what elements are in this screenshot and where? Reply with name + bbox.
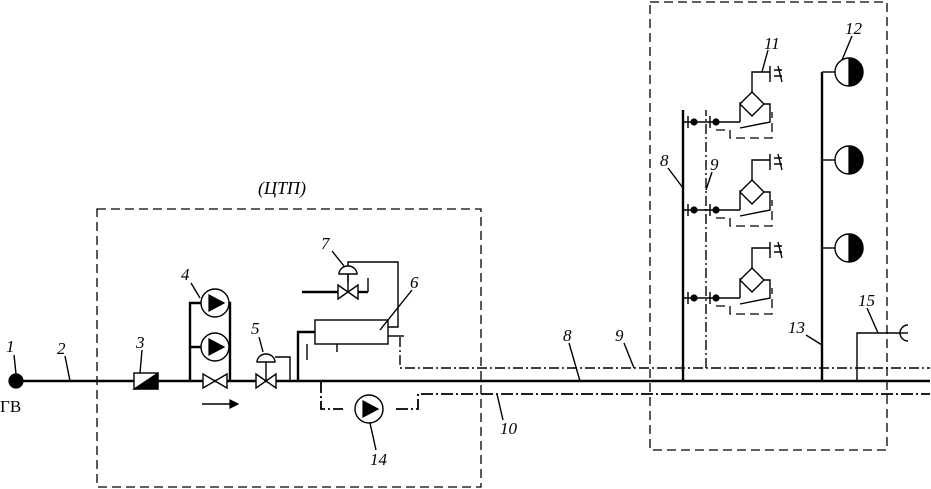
label-5: 5 (251, 319, 260, 338)
faucet-icon (856, 324, 909, 381)
radiator-icon (822, 57, 864, 87)
heat-exchanger-icon (296, 261, 404, 381)
ctp-title: (ЦТП) (258, 178, 306, 199)
pump-icon (200, 332, 230, 362)
building-boundary (649, 1, 888, 451)
label-1: 1 (6, 337, 15, 356)
leader-lines (13, 35, 879, 451)
label-10: 10 (500, 419, 518, 438)
label-3: 3 (135, 333, 145, 352)
pump-icon (354, 394, 384, 424)
label-15: 15 (858, 291, 875, 310)
label-8-riser: 8 (660, 151, 669, 170)
label-2: 2 (57, 339, 66, 358)
label-12: 12 (845, 19, 863, 38)
label-11: 11 (764, 34, 780, 53)
radiator-icon (822, 233, 864, 263)
filter-icon (739, 91, 765, 117)
valve-icon (202, 372, 228, 390)
label-6: 6 (410, 273, 419, 292)
regulator-valve-icon (302, 265, 368, 301)
source-node-icon (8, 373, 24, 389)
faucet-icon (769, 241, 783, 259)
floor-branch-bottom (683, 241, 783, 315)
filter-icon (739, 267, 765, 293)
water-meter-icon (132, 371, 159, 390)
regulator-valve-icon (255, 353, 291, 390)
ctp-boundary (96, 208, 482, 488)
circulation-pipe (399, 110, 930, 369)
source-label: ГВ (0, 397, 21, 416)
label-9-main: 9 (615, 326, 624, 345)
label-8-main: 8 (563, 326, 572, 345)
flow-arrow-icon (202, 399, 240, 409)
return-pipe (320, 381, 930, 410)
label-7: 7 (321, 234, 331, 253)
label-14: 14 (370, 450, 388, 469)
faucet-icon (769, 65, 783, 83)
radiator-icon (822, 145, 864, 175)
faucet-icon (769, 153, 783, 171)
filter-icon (739, 179, 765, 205)
floor-branch-top (683, 65, 783, 139)
pump-icon (200, 288, 230, 318)
label-4: 4 (181, 265, 190, 284)
floor-branch-mid (683, 153, 783, 227)
label-9-riser: 9 (710, 155, 719, 174)
label-13: 13 (788, 318, 805, 337)
